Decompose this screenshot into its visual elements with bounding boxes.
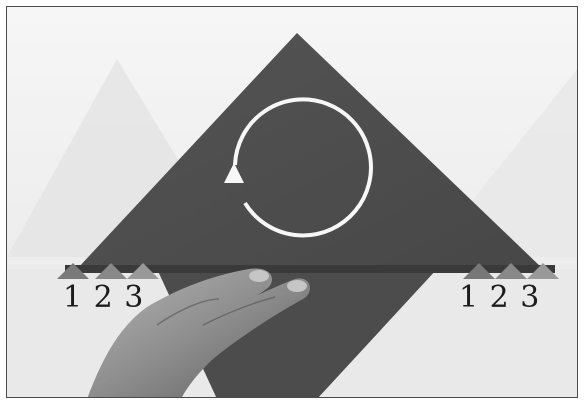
right-label-3: 3 — [520, 280, 540, 315]
left-label-1: 1 — [63, 280, 83, 315]
right-label-2: 2 — [490, 280, 510, 315]
right-label-1: 1 — [459, 280, 479, 315]
left-layer-labels: 1 2 3 — [63, 283, 144, 313]
right-layer-labels: 1 2 3 — [459, 283, 540, 313]
left-label-3: 3 — [124, 280, 144, 315]
photo-scene — [7, 7, 578, 398]
origami-photo: 1 2 3 1 2 3 — [6, 6, 578, 398]
left-label-2: 2 — [94, 280, 114, 315]
